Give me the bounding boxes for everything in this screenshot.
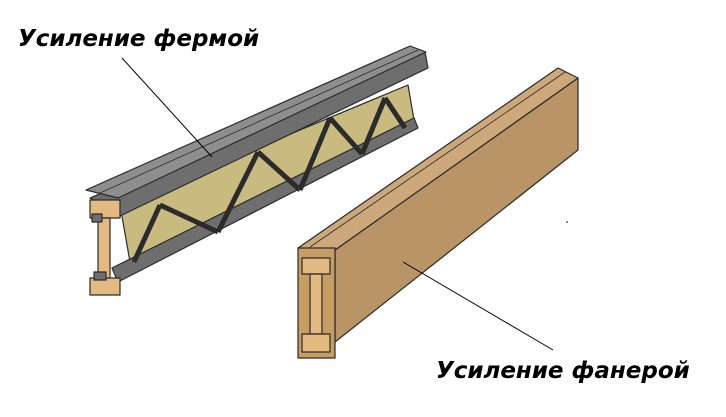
end-metal-cap	[93, 271, 107, 281]
plywood-reinforced-beam	[297, 67, 579, 359]
end-metal-cap	[91, 213, 103, 223]
truss-top-chord-groove	[99, 49, 419, 194]
end-web	[309, 273, 323, 335]
truss-diagonal	[328, 116, 364, 156]
end-web	[97, 217, 111, 279]
end-top-flange	[301, 257, 331, 275]
end-bottom-flange	[301, 333, 331, 353]
truss-reinforced-beam	[85, 45, 429, 296]
plywood-leader-line	[402, 261, 554, 351]
truss-diagonal	[215, 150, 261, 234]
truss-leader-line	[121, 57, 213, 158]
truss-diagonal	[131, 203, 163, 264]
truss-diagonal	[382, 96, 408, 130]
truss-diagonal	[297, 117, 333, 191]
plywood-top-edge	[309, 71, 566, 248]
stray-dot	[566, 221, 568, 223]
truss-diagonal	[359, 97, 388, 155]
truss-top-chord-top	[85, 45, 427, 199]
truss-bottom-chord	[111, 117, 419, 283]
truss-label: Усиление фермой	[18, 26, 259, 52]
truss-beam-end-profile	[89, 199, 121, 296]
truss-diagonal	[256, 150, 302, 192]
truss-diagonals	[131, 96, 408, 264]
truss-diagonal	[158, 202, 220, 235]
plywood-label: Усиление фанерой	[436, 358, 690, 384]
plywood-beam-end-profile	[301, 257, 331, 353]
